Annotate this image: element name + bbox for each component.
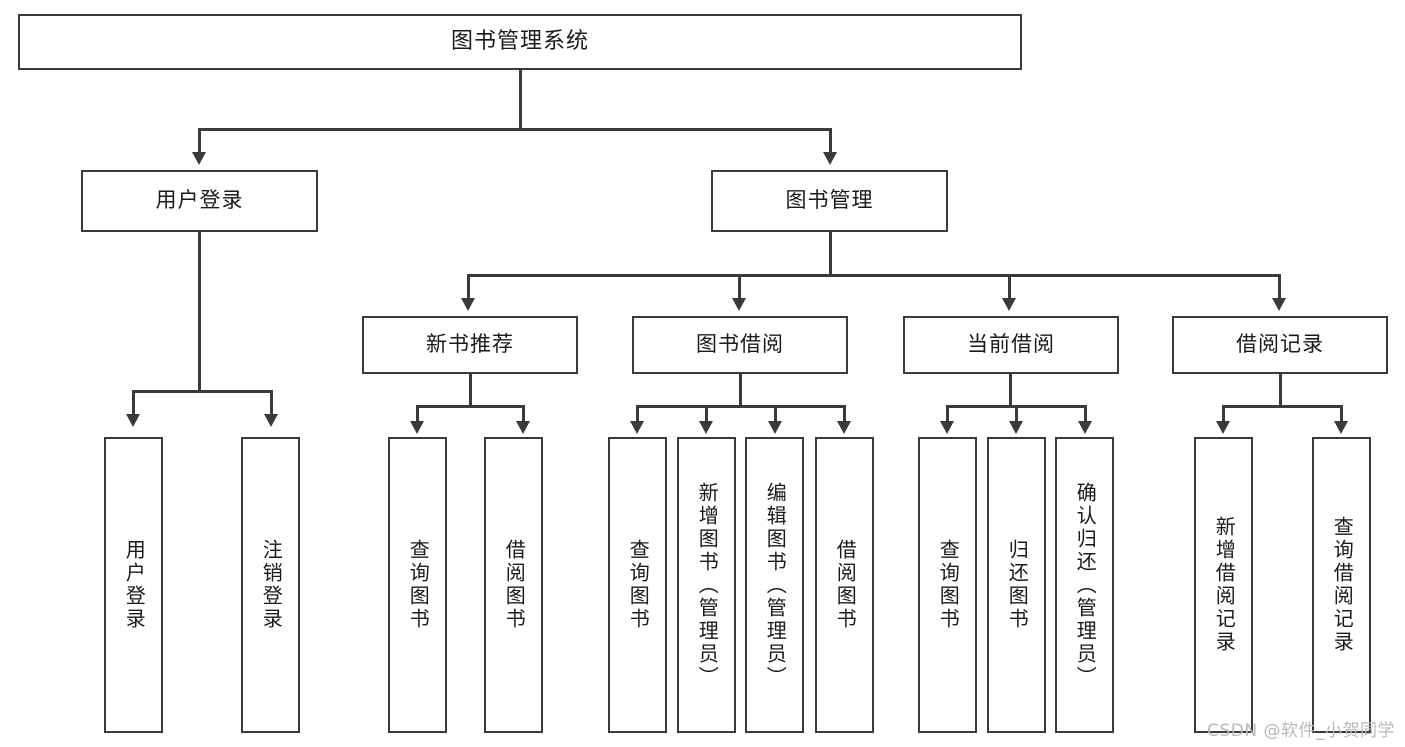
node-book-manage[interactable]: 图书管理 <box>711 170 948 232</box>
leaf-bb-add-book[interactable]: 新增图书（管理员） <box>677 437 736 733</box>
connector-drop-leaf-logout <box>270 390 273 417</box>
node-root-system[interactable]: 图书管理系统 <box>18 14 1022 70</box>
node-label: 图书管理 <box>785 188 874 213</box>
watermark-text: CSDN @软件_小贺同学 <box>1207 721 1395 741</box>
leaf-cb-query-book[interactable]: 查询图书 <box>918 437 977 733</box>
node-label: 查询图书 <box>936 539 961 631</box>
connector-drop-borrow-record <box>1278 274 1281 301</box>
connector-new-book-bus <box>416 405 522 408</box>
node-label: 编辑图书（管理员） <box>763 481 788 689</box>
node-label: 借阅记录 <box>1236 332 1324 357</box>
connector-drop-cb-query <box>946 405 949 424</box>
leaf-cb-confirm-return[interactable]: 确认归还（管理员） <box>1055 437 1114 733</box>
node-book-borrow[interactable]: 图书借阅 <box>632 316 848 374</box>
leaf-bb-borrow-book[interactable]: 借阅图书 <box>815 437 874 733</box>
arrowhead-user-login <box>192 152 206 165</box>
arrowhead-bb-borrow <box>837 421 851 434</box>
node-label: 查询图书 <box>626 539 651 631</box>
leaf-bb-query-book[interactable]: 查询图书 <box>608 437 667 733</box>
leaf-br-add-record[interactable]: 新增借阅记录 <box>1194 437 1253 733</box>
node-label: 归还图书 <box>1005 539 1030 631</box>
connector-drop-bb-edit <box>774 405 777 424</box>
leaf-nb-query-book[interactable]: 查询图书 <box>388 437 447 733</box>
connector-drop-current-borrow <box>1008 274 1011 301</box>
connector-drop-br-add <box>1222 405 1225 424</box>
node-new-book-recommend[interactable]: 新书推荐 <box>362 316 578 374</box>
arrowhead-leaf-logout <box>264 414 278 427</box>
arrowhead-nb-query <box>410 421 424 434</box>
node-label: 新增图书（管理员） <box>695 481 720 689</box>
connector-current-borrow-stem <box>1009 374 1012 407</box>
node-current-borrow[interactable]: 当前借阅 <box>903 316 1119 374</box>
node-label: 新书推荐 <box>426 332 514 357</box>
arrowhead-bb-query <box>630 421 644 434</box>
connector-root-stem <box>519 70 522 130</box>
arrowhead-br-add <box>1216 421 1230 434</box>
leaf-cb-return-book[interactable]: 归还图书 <box>987 437 1046 733</box>
connector-borrow-record-bus <box>1222 405 1341 408</box>
arrowhead-new-book <box>461 298 475 311</box>
connector-drop-nb-borrow <box>522 405 525 424</box>
connector-drop-new-book <box>467 274 470 301</box>
node-label: 确认归还（管理员） <box>1073 481 1098 689</box>
node-user-login[interactable]: 用户登录 <box>81 170 318 232</box>
connector-drop-cb-return <box>1015 405 1018 424</box>
node-label: 注销登录 <box>259 539 284 631</box>
arrowhead-bb-add <box>699 421 713 434</box>
leaf-br-query-record[interactable]: 查询借阅记录 <box>1312 437 1371 733</box>
connector-drop-cb-confirm <box>1084 405 1087 424</box>
node-label: 查询借阅记录 <box>1330 516 1355 654</box>
node-label: 借阅图书 <box>833 539 858 631</box>
node-borrow-record[interactable]: 借阅记录 <box>1172 316 1388 374</box>
leaf-nb-borrow-book[interactable]: 借阅图书 <box>484 437 543 733</box>
arrowhead-current-borrow <box>1002 298 1016 311</box>
arrowhead-book-manage <box>823 152 837 165</box>
node-label: 新增借阅记录 <box>1212 516 1237 654</box>
connector-user-login-stem <box>198 232 201 392</box>
arrowhead-br-query <box>1334 421 1348 434</box>
arrowhead-bb-edit <box>768 421 782 434</box>
arrowhead-cb-return <box>1009 421 1023 434</box>
node-label: 当前借阅 <box>967 332 1055 357</box>
arrowhead-cb-query <box>940 421 954 434</box>
connector-level2-bus <box>198 128 831 131</box>
leaf-logout[interactable]: 注销登录 <box>241 437 300 733</box>
connector-borrow-record-stem <box>1279 374 1282 407</box>
node-label: 图书借阅 <box>696 332 784 357</box>
node-label: 图书管理系统 <box>450 28 589 54</box>
connector-drop-bb-borrow <box>843 405 846 424</box>
arrowhead-book-borrow <box>732 298 746 311</box>
connector-drop-leaf-user-login <box>132 390 135 417</box>
connector-drop-book-borrow <box>738 274 741 301</box>
connector-book-borrow-bus <box>636 405 844 408</box>
arrowhead-nb-borrow <box>516 421 530 434</box>
connector-book-borrow-stem <box>739 374 742 407</box>
connector-level3-bus <box>467 274 1280 277</box>
arrowhead-borrow-record <box>1272 298 1286 311</box>
leaf-bb-edit-book[interactable]: 编辑图书（管理员） <box>745 437 804 733</box>
connector-drop-user-login <box>198 128 201 155</box>
node-label: 查询图书 <box>406 539 431 631</box>
connector-drop-br-query <box>1340 405 1343 424</box>
connector-drop-book-manage <box>829 128 832 155</box>
connector-new-book-stem <box>469 374 472 407</box>
connector-drop-bb-add <box>705 405 708 424</box>
node-label: 用户登录 <box>155 188 244 213</box>
connector-user-login-bus <box>132 390 270 393</box>
leaf-user-login[interactable]: 用户登录 <box>104 437 163 733</box>
node-label: 用户登录 <box>122 539 147 631</box>
connector-drop-bb-query <box>636 405 639 424</box>
connector-drop-nb-query <box>416 405 419 424</box>
connector-book-manage-stem <box>829 232 832 276</box>
arrowhead-cb-confirm <box>1078 421 1092 434</box>
node-label: 借阅图书 <box>502 539 527 631</box>
arrowhead-leaf-user-login <box>126 414 140 427</box>
